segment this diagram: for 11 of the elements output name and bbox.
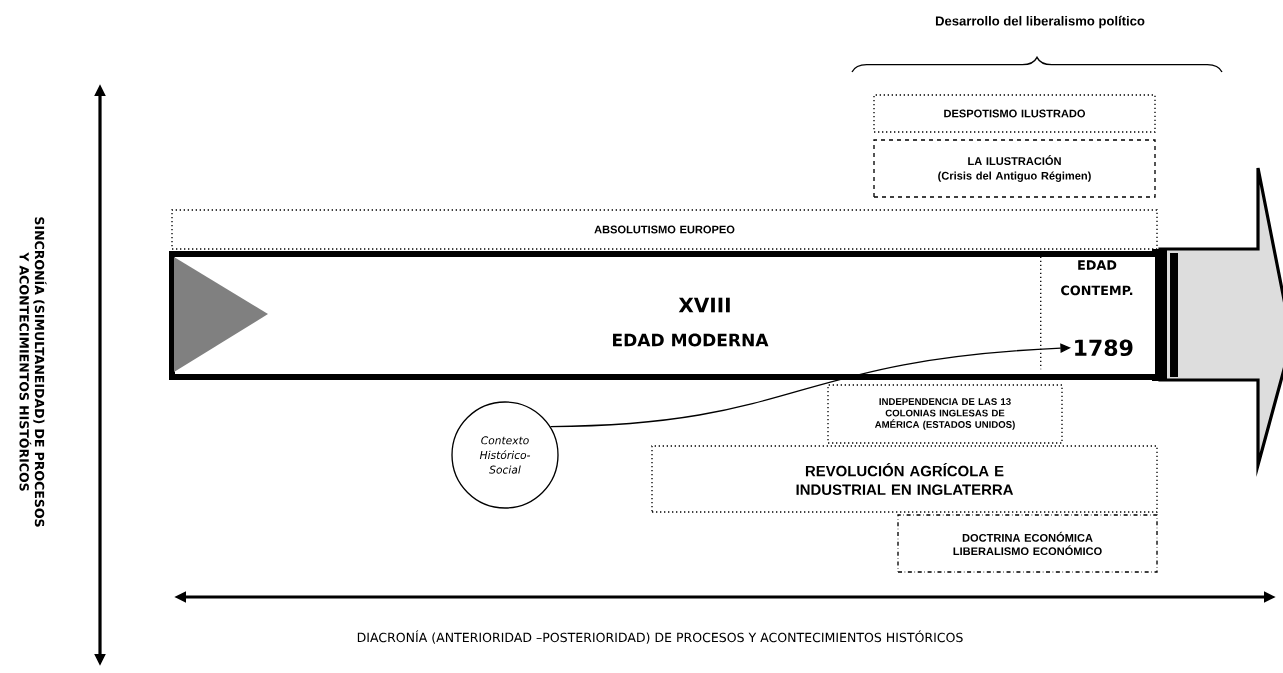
doctrine-box: DOCTRINA ECONÓMICA LIBERALISMO ECONÓMICO [897, 514, 1158, 573]
event-box: REVOLUCIÓN AGRÍCOLA E INDUSTRIAL EN INGLATERRA [651, 445, 1158, 513]
axis-label: SINCRONÍA (SIMULTANEIDAD) DE PROCESOS Y ACONTECIMIENTOS HISTÓRICOS [19, 217, 47, 527]
year-label: 1789 [1075, 339, 1133, 357]
title: Desarrollo del liberalismo político [935, 15, 1145, 29]
period-box: LA ILUSTRACIÓN (Crisis del Antiguo Régimen) [873, 139, 1156, 198]
arrow [549, 343, 1071, 428]
axis-label: DIACRONÍA (ANTERIORIDAD –POSTERIORIDAD) DE PROCESOS Y ACONTECIMIENTOS HISTÓRICOS [357, 630, 963, 644]
event-box: INDEPENDENCIA DE LAS 13 COLONIAS INGLESAS DE AMÉRICA (ESTADOS UNIDOS) [827, 384, 1063, 444]
period-box: DESPOTISMO ILUSTRADO [873, 94, 1156, 133]
period-box: ABSOLUTISMO EUROPEO [171, 209, 1158, 250]
